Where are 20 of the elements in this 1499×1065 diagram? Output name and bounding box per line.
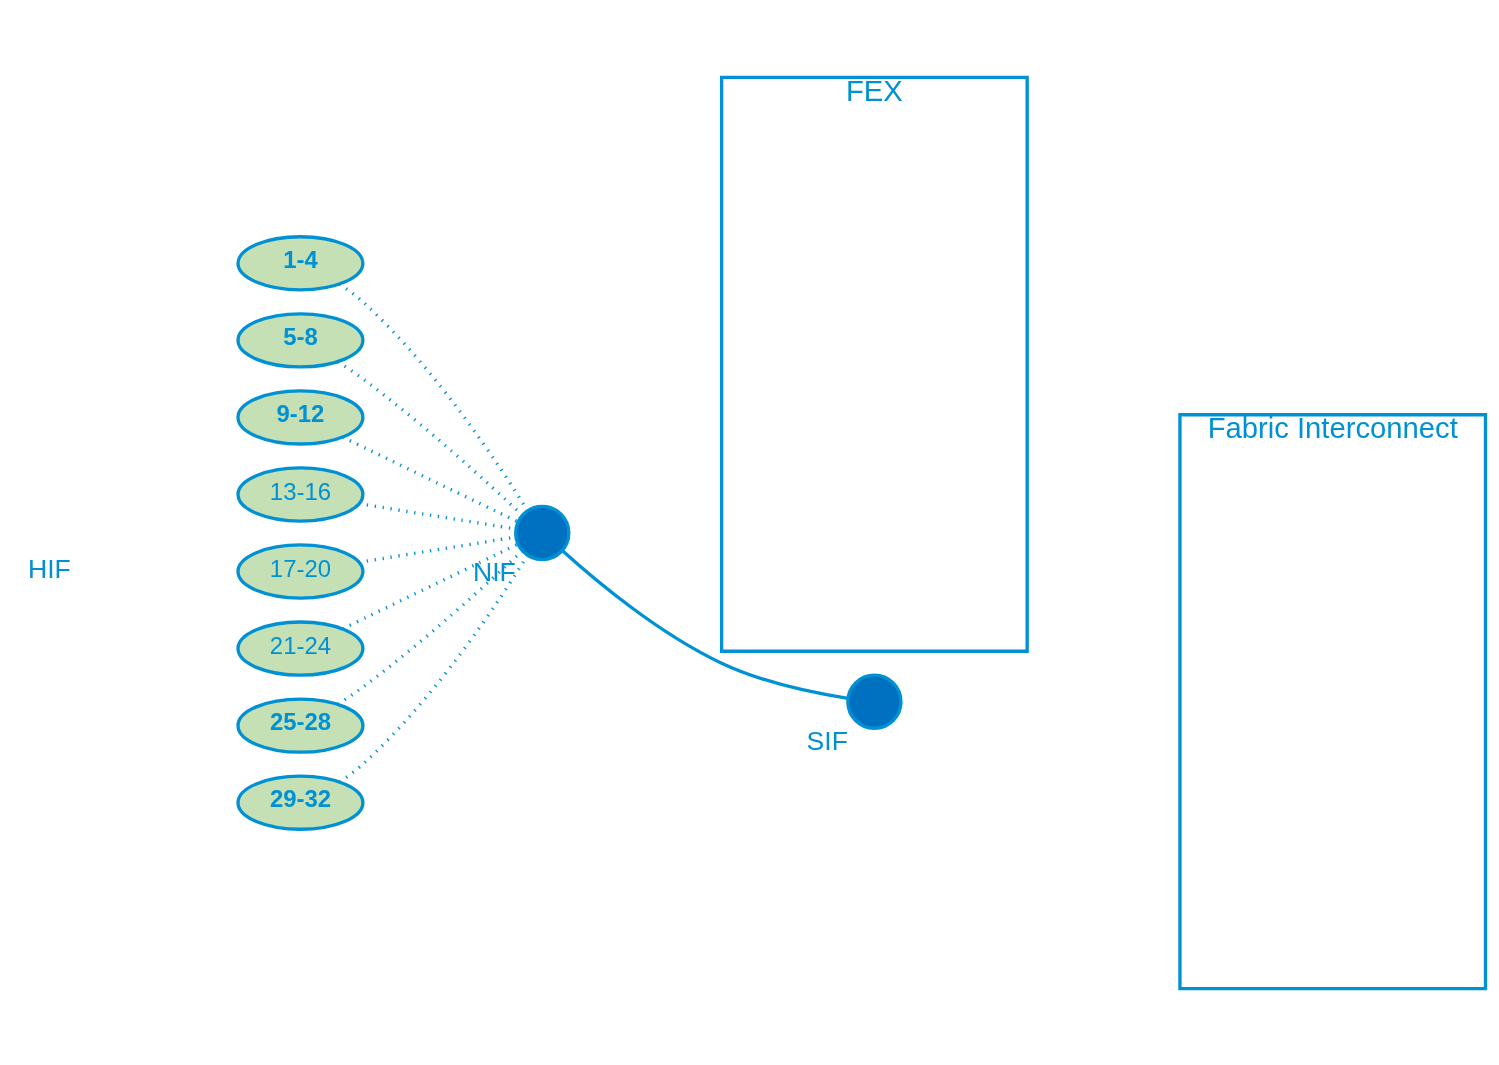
node-ellipse: 17-20 xyxy=(236,542,365,600)
node-ellipse: 13-16 xyxy=(236,465,365,523)
node-ellipse: 9-12 xyxy=(236,388,365,446)
node-label: SIF xyxy=(806,725,848,756)
node-ellipse: 21-24 xyxy=(236,619,365,677)
node-circle xyxy=(514,504,571,561)
connector xyxy=(338,282,529,511)
connector xyxy=(338,554,529,783)
connector xyxy=(342,542,519,630)
connector xyxy=(561,548,849,700)
node-label: NIF xyxy=(473,556,516,587)
connector xyxy=(342,435,519,523)
label: HIF xyxy=(27,553,71,584)
node-box: Fabric Interconnect xyxy=(1178,412,1488,990)
node-ellipse: 5-8 xyxy=(236,311,365,369)
node-box: FEX xyxy=(719,75,1029,653)
node-ellipse: 1-4 xyxy=(236,234,365,292)
node-ellipse: 25-28 xyxy=(236,696,365,754)
node-ellipse: 29-32 xyxy=(236,773,365,831)
node-circle xyxy=(846,673,903,730)
